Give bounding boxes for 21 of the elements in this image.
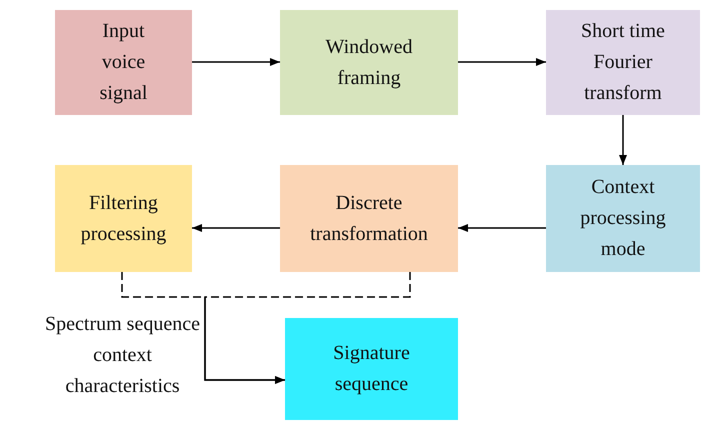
arrow bbox=[192, 224, 280, 232]
box-text: Input voice signal bbox=[98, 19, 148, 106]
box-text: Short time Fourier transform bbox=[580, 19, 666, 106]
arrow bbox=[192, 58, 280, 66]
process-box bbox=[546, 10, 700, 115]
arrow bbox=[204, 272, 411, 384]
process-box bbox=[280, 10, 458, 115]
box-text: Filtering processing bbox=[80, 190, 168, 246]
process-box bbox=[546, 165, 700, 272]
arrow bbox=[458, 224, 546, 232]
box-text: Windowed framing bbox=[324, 34, 414, 90]
arrow bbox=[619, 115, 627, 165]
process-box bbox=[285, 318, 458, 420]
box-text: Context processing mode bbox=[579, 175, 667, 262]
process-box bbox=[280, 165, 458, 272]
process-box bbox=[55, 165, 192, 272]
box-text: Discrete transformation bbox=[309, 190, 429, 246]
arrow bbox=[458, 58, 546, 66]
annotation-text: Spectrum sequence context characteristics bbox=[44, 312, 201, 399]
box-text: Signature sequence bbox=[332, 341, 411, 397]
process-box bbox=[55, 10, 192, 115]
